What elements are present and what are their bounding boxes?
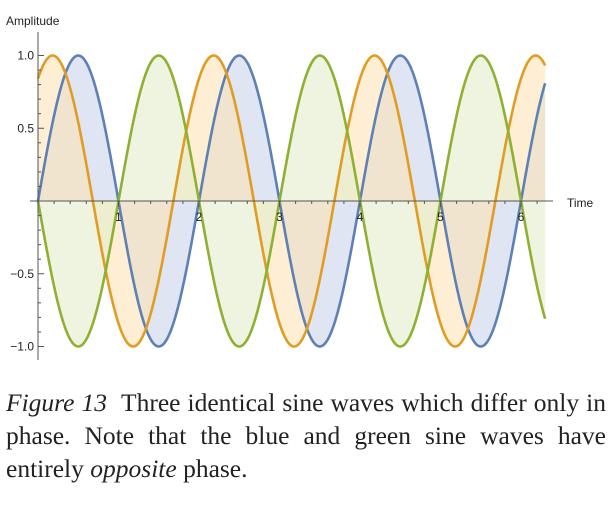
x-tick-label: 3 [276, 210, 283, 224]
y-axis-title: Amplitude [6, 14, 60, 28]
axes: 1 2 3 4 5 6 1.0 0.5 −0.5 −1.0 [10, 32, 553, 360]
series-lines [36, 54, 547, 348]
series-1-line [36, 54, 547, 348]
series-0-line [36, 54, 547, 348]
x-axis-title: Time [567, 196, 594, 210]
y-tick-label: 0.5 [17, 121, 34, 135]
y-tick-label: 1.0 [17, 49, 34, 63]
sine-wave-chart: 1 2 3 4 5 6 1.0 0.5 −0.5 −1.0 Amplitude Time [6, 14, 594, 360]
series-2-line [36, 54, 547, 348]
caption-label: Figure 13 [6, 388, 107, 417]
x-tick-label: 2 [196, 210, 203, 224]
caption-text-end: phase. [176, 454, 248, 483]
caption-emphasis: opposite [90, 454, 177, 483]
caption-text: Three identical sine waves which differ … [6, 388, 606, 483]
x-tick-label: 5 [437, 210, 444, 224]
y-tick-label: −1.0 [10, 340, 34, 354]
x-tick-label: 1 [115, 210, 122, 224]
y-tick-label: −0.5 [10, 267, 34, 281]
x-tick-label: 4 [357, 210, 364, 224]
x-tick-label: 6 [518, 210, 525, 224]
